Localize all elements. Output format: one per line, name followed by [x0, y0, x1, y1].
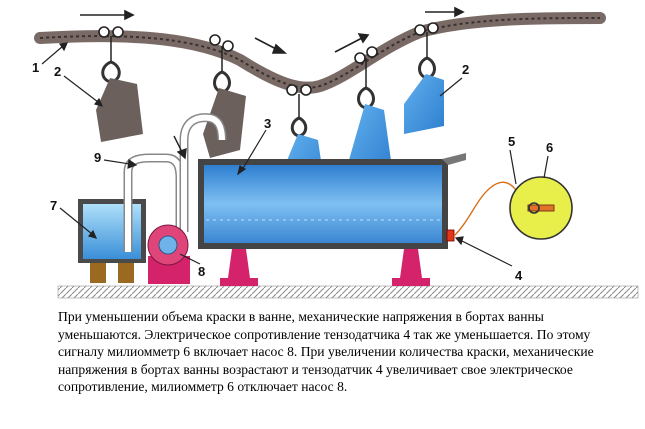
- label-bath: 3: [264, 116, 271, 131]
- roller-carriages: [98, 22, 439, 96]
- conveyor-track: [34, 12, 606, 94]
- label-milliammeter: 6: [546, 140, 553, 155]
- hanging-part-blue-2: [349, 58, 392, 175]
- motion-arrows: [80, 6, 465, 54]
- hanging-part-gray-1: [96, 36, 143, 142]
- caption: При уменьшении объема краски в ванне, ме…: [58, 308, 633, 396]
- bath-stands: [220, 249, 430, 286]
- label-pipe: 9: [94, 150, 101, 165]
- caption-line: сигналу милиомметр 6 включает насос 8. П…: [58, 344, 594, 360]
- hanger-hook-icon: [290, 116, 308, 138]
- caption-line: сопротивление, милиомметр 6 отключает на…: [58, 379, 348, 395]
- pump-icon: [147, 224, 190, 284]
- label-strain-gauge: 4: [515, 268, 523, 283]
- label-pump: 8: [198, 264, 205, 279]
- paint-tank: [78, 199, 146, 283]
- label-conveyor: 1: [32, 60, 39, 75]
- paint-bath: [198, 153, 466, 249]
- milliammeter-icon: [509, 176, 573, 240]
- hanging-part-blue-3: [404, 32, 444, 134]
- caption-line: уменьшаются. Электрическое сопротивление…: [58, 326, 591, 342]
- caption-line: При уменьшении объема краски в ванне, ме…: [58, 309, 544, 324]
- hanging-part-gray-2: [203, 46, 246, 158]
- caption-line: напряжения в бортах ванны возрастают и т…: [58, 361, 573, 377]
- label-part-right: 2: [462, 62, 469, 77]
- label-part-hanging: 2: [54, 64, 61, 79]
- sensor-wire: [453, 181, 517, 237]
- strain-gauge: [446, 229, 455, 242]
- leader-lines: [41, 42, 549, 267]
- label-wire: 5: [508, 134, 515, 149]
- flow-arrow: [173, 135, 187, 160]
- label-tank: 7: [50, 198, 57, 213]
- floor: [57, 285, 639, 299]
